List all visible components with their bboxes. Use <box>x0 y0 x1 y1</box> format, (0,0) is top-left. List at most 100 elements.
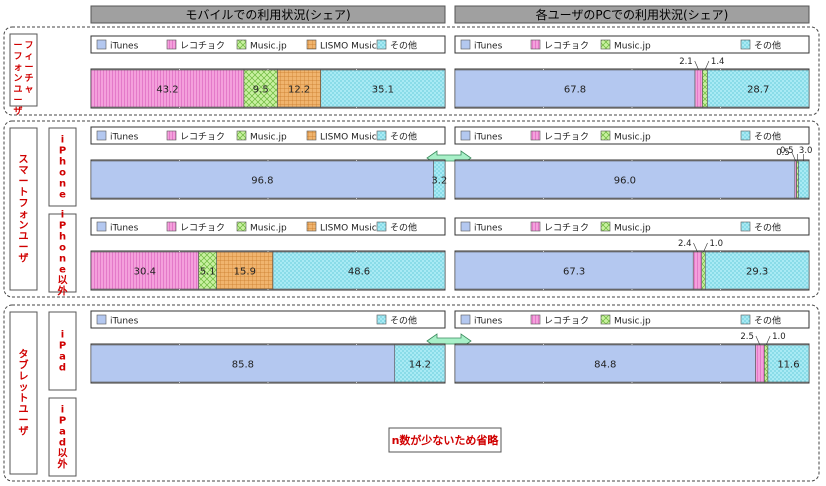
legend-swatch-musicjp <box>236 221 247 232</box>
label-glyph: フ <box>13 52 22 62</box>
label-glyph: ッ <box>19 383 29 394</box>
data-label: 67.3 <box>563 267 585 278</box>
legend-swatch-recochoku <box>166 130 177 141</box>
legend-swatch-lismo <box>306 39 317 50</box>
label-glyph: ー <box>24 63 33 73</box>
bar-segment-itunes <box>90 160 434 199</box>
label-glyph: ー <box>13 41 22 51</box>
legend-swatch-itunes <box>96 221 107 232</box>
bar-segment-musicjp <box>701 251 706 290</box>
legend-label-recochoku: レコチョク <box>544 316 589 327</box>
bar-segment-itunes <box>454 251 694 290</box>
label-glyph: ォ <box>13 63 22 73</box>
legend-label-itunes: iTunes <box>110 42 139 52</box>
label-glyph: i <box>61 210 64 221</box>
callout-line <box>693 242 698 253</box>
legend-swatch-itunes <box>96 314 107 325</box>
label-glyph: ン <box>13 73 22 84</box>
legend-label-recochoku: レコチョク <box>180 41 225 52</box>
label-glyph: フ <box>19 198 29 210</box>
label-glyph: i <box>61 405 64 416</box>
bar-segment-other <box>707 69 810 108</box>
legend-label-recochoku: レコチョク <box>180 132 225 143</box>
bar-segment-musicjp <box>243 69 278 108</box>
label-glyph: マ <box>19 166 29 177</box>
smart-group-outline <box>3 120 820 298</box>
legend-swatch-itunes <box>96 39 107 50</box>
label-glyph: ザ <box>13 106 22 117</box>
bar-segment-lismo <box>277 69 322 108</box>
legend-box <box>90 35 446 54</box>
data-label: 9.5 <box>253 85 269 96</box>
label-glyph: ー <box>19 243 29 254</box>
label-glyph: P <box>59 341 66 352</box>
legend-label-recochoku: レコチョク <box>544 132 589 143</box>
legend-label-itunes: iTunes <box>474 133 503 143</box>
label-glyph: ー <box>13 96 22 106</box>
legend-swatch-recochoku <box>530 39 541 50</box>
legend-swatch-other <box>740 314 751 325</box>
bar-segment-itunes <box>454 160 796 199</box>
data-label: 96.8 <box>251 176 273 187</box>
legend-label-itunes: iTunes <box>110 317 139 327</box>
label-glyph: ー <box>19 177 29 188</box>
legend-label-itunes: iTunes <box>474 224 503 234</box>
data-label: 3.0 <box>799 146 813 156</box>
data-label: 30.4 <box>134 267 156 278</box>
legend-box <box>90 310 446 329</box>
label-glyph: d <box>59 363 66 374</box>
ipad-other-label-box <box>48 397 77 477</box>
legend-box <box>90 126 446 145</box>
pc-header-box <box>454 5 810 24</box>
label-glyph: フ <box>24 41 33 51</box>
callout-line <box>765 335 771 346</box>
legend-swatch-other <box>740 39 751 50</box>
data-label: 0.5 <box>780 146 794 156</box>
legend-box <box>454 35 810 54</box>
data-label: 85.8 <box>232 360 254 371</box>
label-glyph: ザ <box>19 253 29 265</box>
smart-label-box <box>9 127 38 291</box>
data-label: 84.8 <box>594 360 616 371</box>
data-label: 67.8 <box>564 85 586 96</box>
legend-label-other: その他 <box>754 222 781 234</box>
label-glyph: n <box>59 179 66 190</box>
legend-label-musicjp: Music.jp <box>250 133 287 143</box>
label-glyph: o <box>59 243 66 254</box>
callout-line <box>755 335 761 346</box>
omitted-note-box <box>388 427 502 453</box>
label-glyph: ャ <box>24 85 33 95</box>
legend-swatch-musicjp <box>600 130 611 141</box>
label-glyph: i <box>61 330 64 341</box>
label-glyph: ン <box>19 221 29 232</box>
legend-label-itunes: iTunes <box>110 224 139 234</box>
legend-label-musicjp: Music.jp <box>250 224 287 234</box>
bar-segment-itunes <box>90 344 396 383</box>
legend-swatch-recochoku <box>530 314 541 325</box>
legend-label-lismo: LISMO Music <box>320 42 377 52</box>
iphone-label-box <box>48 127 77 207</box>
label-glyph: ー <box>19 416 29 427</box>
omitted-note: n数が少ないため省略 <box>392 433 500 447</box>
callout-line <box>694 60 700 71</box>
legend-label-other: その他 <box>754 131 781 143</box>
legend-swatch-lismo <box>306 221 317 232</box>
legend-label-musicjp: Music.jp <box>614 317 651 327</box>
data-label: 5.1 <box>200 267 216 278</box>
label-glyph: a <box>59 352 66 363</box>
label-glyph: 外 <box>57 285 68 298</box>
label-glyph: レ <box>19 372 29 383</box>
legend-swatch-recochoku <box>530 130 541 141</box>
